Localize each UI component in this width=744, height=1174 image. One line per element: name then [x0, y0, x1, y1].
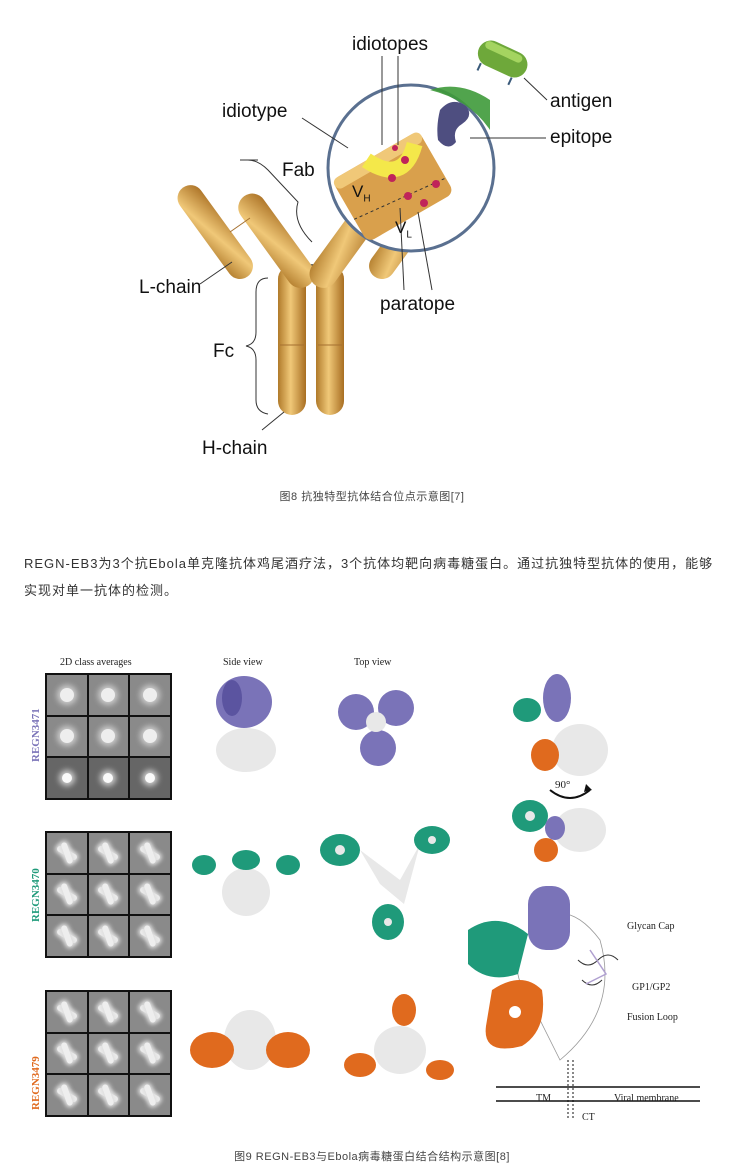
heavy-arm-left — [238, 193, 315, 288]
fab-label: Fab — [282, 160, 315, 181]
idiotype-label: idiotype — [222, 101, 288, 122]
vl-label: VL — [395, 218, 412, 241]
glycan-cap-label: Glycan Cap — [627, 921, 675, 932]
l-chain-label: L-chain — [139, 277, 202, 298]
structure-renders — [190, 674, 700, 1118]
antibody-diagram — [177, 40, 548, 431]
body-paragraph: REGN-EB3为3个抗Ebola单克隆抗体鸡尾酒疗法，3个抗体均靶向病毒糖蛋白… — [24, 556, 714, 598]
rotation-label: 90° — [555, 779, 571, 791]
paratope-label: paratope — [380, 294, 456, 315]
antigen-shape — [476, 40, 528, 86]
vh-label: VH — [352, 182, 371, 205]
antigen-label: antigen — [550, 91, 613, 112]
fc-label: Fc — [213, 341, 235, 362]
fusion-loop-label: Fusion Loop — [627, 1012, 678, 1023]
figure8-caption: 图8 抗独特型抗体结合位点示意图[7] — [279, 491, 465, 503]
gp-label: GP1/GP2 — [632, 982, 671, 993]
class-averages-header: 2D class averages — [60, 657, 132, 668]
tm-label: TM — [536, 1093, 551, 1104]
figure9-caption: 图9 REGN-EB3与Ebola病毒糖蛋白结合结构示意图[8] — [234, 1151, 510, 1163]
heavy-chain-left — [278, 265, 306, 415]
viral-membrane-label: Viral membrane — [614, 1093, 679, 1104]
class-average-grid-regn3470 — [45, 831, 172, 958]
side-view-header: Side view — [223, 657, 263, 668]
class-average-grid-regn3471 — [45, 673, 172, 800]
heavy-chain-right — [316, 265, 344, 415]
epitope-shape — [437, 101, 470, 147]
h-chain-label: H-chain — [202, 438, 268, 459]
epitope-label: epitope — [550, 127, 613, 148]
idiotopes-label: idiotopes — [352, 34, 429, 55]
ct-label: CT — [582, 1112, 595, 1123]
top-view-header: Top view — [354, 657, 392, 668]
light-chain-left — [177, 185, 253, 280]
class-average-grid-regn3479 — [45, 990, 172, 1117]
